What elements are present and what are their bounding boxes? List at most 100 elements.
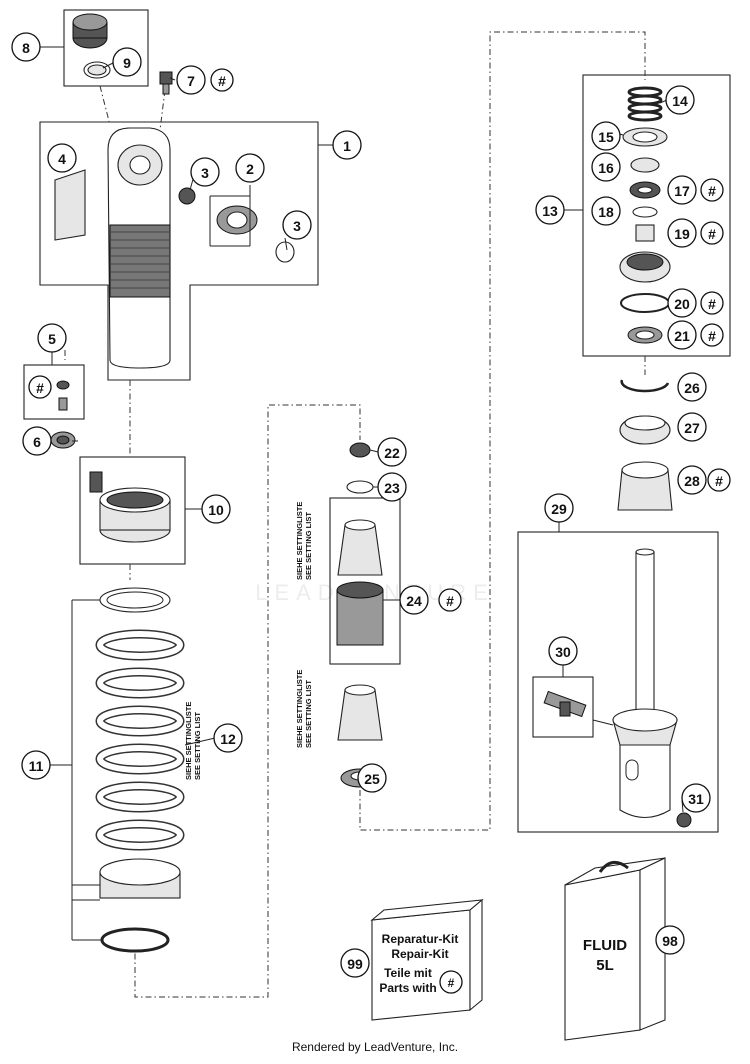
callout-10: 10 xyxy=(201,494,231,524)
note-setting-list-en-1: SEE SETTING LIST xyxy=(304,512,313,580)
screw-part xyxy=(159,71,173,95)
svg-text:7: 7 xyxy=(187,73,195,89)
callout-22: 22 xyxy=(377,437,407,467)
axis-line-cap xyxy=(99,85,111,126)
svg-text:16: 16 xyxy=(598,160,614,176)
note-setting-list-de-2: SIEHE SETTINGLISTE xyxy=(295,670,304,748)
svg-text:12: 12 xyxy=(220,731,236,747)
svg-text:15: 15 xyxy=(598,129,614,145)
callout-27: 27 xyxy=(677,412,707,442)
callout-18: 18 xyxy=(591,196,621,226)
valve-part xyxy=(543,690,587,718)
setting-notes: SIEHE SETTINGLISTE SEE SETTING LIST SIEH… xyxy=(184,502,313,780)
svg-text:11: 11 xyxy=(29,758,44,774)
piston-stack-part xyxy=(336,442,384,788)
spring-part xyxy=(95,587,185,953)
axis-line-right xyxy=(359,31,646,831)
repair-kit-marker: # xyxy=(700,178,724,202)
footer-credit: Rendered by LeadVenture, Inc. xyxy=(291,1040,459,1054)
svg-text:20: 20 xyxy=(674,296,690,312)
bearing-part xyxy=(178,187,295,263)
callout-31: 31 xyxy=(681,783,711,813)
box-piston-rod xyxy=(517,531,719,833)
callout-20: 20 xyxy=(667,288,697,318)
adjuster-ring-part xyxy=(89,471,171,543)
callout-8: 8 xyxy=(11,32,41,62)
note-setting-list-en-2: SEE SETTING LIST xyxy=(304,680,313,748)
callout-11: 11 xyxy=(21,750,51,780)
callout-21: 21 xyxy=(667,320,697,350)
seal-kit-part xyxy=(619,86,671,344)
box-shock-body xyxy=(39,121,319,381)
axis-line-screw xyxy=(159,89,166,131)
callout-3: 3 xyxy=(282,210,312,240)
svg-text:#: # xyxy=(218,73,226,89)
box-reservoir-cap xyxy=(63,9,149,87)
repair-kit-marker: # xyxy=(700,323,724,347)
svg-text:#: # xyxy=(446,593,454,609)
svg-text:25: 25 xyxy=(364,771,380,787)
svg-text:22: 22 xyxy=(384,445,400,461)
svg-text:9: 9 xyxy=(123,55,131,71)
callout-3: 3 xyxy=(190,157,220,187)
repair-kit-marker: # xyxy=(28,375,52,399)
svg-text:#: # xyxy=(36,380,44,396)
callout-25: 25 xyxy=(357,763,387,793)
svg-text:23: 23 xyxy=(384,480,400,496)
svg-text:31: 31 xyxy=(688,791,704,807)
svg-text:27: 27 xyxy=(684,420,700,436)
svg-text:10: 10 xyxy=(208,502,224,518)
callout-12: 12 xyxy=(213,723,243,753)
svg-text:30: 30 xyxy=(555,644,571,660)
callout-16: 16 xyxy=(591,152,621,182)
repair-kit-marker: # xyxy=(700,221,724,245)
callout-24: 24 xyxy=(399,585,429,615)
callout-2: 2 xyxy=(235,153,265,183)
leader-lines xyxy=(38,46,684,941)
callouts: 123345#67#891011121314151617#1819#20#21#… xyxy=(11,32,731,978)
callout-26: 26 xyxy=(677,372,707,402)
callout-5: 5 xyxy=(37,323,67,353)
callout-99: 99 xyxy=(340,948,370,978)
axis-line-return xyxy=(134,404,361,998)
svg-text:24: 24 xyxy=(406,593,422,609)
shock-body-part xyxy=(54,127,171,369)
callout-23: 23 xyxy=(377,472,407,502)
repair-kit-title-en: Repair-Kit xyxy=(391,947,448,961)
bleed-screw-part xyxy=(50,380,76,449)
svg-text:13: 13 xyxy=(542,203,558,219)
callout-17: 17 xyxy=(667,175,697,205)
svg-text:99: 99 xyxy=(347,956,363,972)
callout-15: 15 xyxy=(591,121,621,151)
callout-9: 9 xyxy=(112,47,142,77)
svg-text:29: 29 xyxy=(551,501,567,517)
repair-kit-card: Reparatur-Kit Repair-Kit Teile mit Parts… xyxy=(370,898,484,1021)
svg-text:28: 28 xyxy=(684,473,700,489)
callout-7: 7 xyxy=(176,65,206,95)
piston-rod-part xyxy=(612,548,692,828)
svg-text:1: 1 xyxy=(343,138,351,154)
repair-kit-marker: # xyxy=(210,68,234,92)
repair-kit-parts-en: Parts with xyxy=(379,981,436,995)
svg-text:4: 4 xyxy=(58,151,66,167)
callout-98: 98 xyxy=(655,925,685,955)
fluid-label-line2: 5L xyxy=(596,957,614,974)
repair-kit-parts-de: Teile mit xyxy=(384,966,432,980)
svg-text:5: 5 xyxy=(48,331,56,347)
reservoir-cap-part xyxy=(72,13,111,79)
fluid-can-part: FLUID 5L xyxy=(564,857,666,1041)
callout-14: 14 xyxy=(665,85,695,115)
fluid-label-line1: FLUID xyxy=(583,937,627,954)
svg-text:3: 3 xyxy=(201,165,209,181)
box-adjuster-ring xyxy=(79,456,186,565)
repair-kit-title-de: Reparatur-Kit xyxy=(382,932,459,946)
repair-kit-marker: # xyxy=(700,291,724,315)
note-setting-list-de-1: SIEHE SETTINGLISTE xyxy=(295,502,304,580)
svg-text:2: 2 xyxy=(246,161,254,177)
callout-1: 1 xyxy=(332,130,362,160)
callout-30: 30 xyxy=(548,636,578,666)
svg-text:17: 17 xyxy=(674,183,690,199)
svg-text:21: 21 xyxy=(674,328,690,344)
svg-text:26: 26 xyxy=(684,380,700,396)
